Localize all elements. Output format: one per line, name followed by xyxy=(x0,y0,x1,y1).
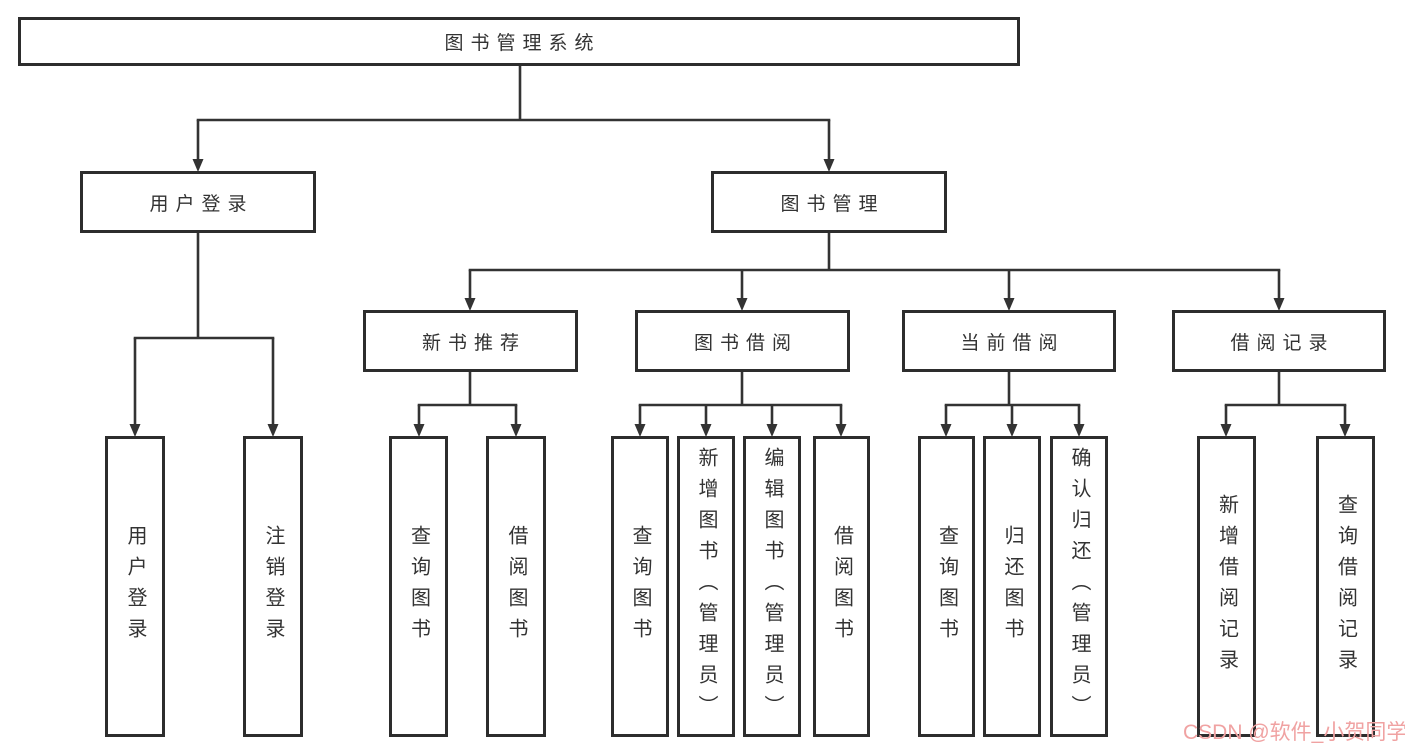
node-new-book-recommend-label: 新书推荐 xyxy=(421,332,526,354)
node-borrow-records-label: 借阅记录 xyxy=(1230,332,1335,354)
node-borrow-records: 借阅记录 xyxy=(1172,310,1386,372)
leaf-return-books-label: 归还图书 xyxy=(1001,524,1023,649)
leaf-borrow-books-2: 借阅图书 xyxy=(813,436,870,737)
leaf-borrow-books-1: 借阅图书 xyxy=(486,436,546,737)
leaf-logout: 注销登录 xyxy=(243,436,303,737)
node-current-borrow: 当前借阅 xyxy=(902,310,1116,372)
leaf-query-books-3: 查询图书 xyxy=(918,436,975,737)
node-book-borrow-label: 图书借阅 xyxy=(693,332,798,354)
csdn-watermark: CSDN @软件_小贺同学 xyxy=(1183,721,1405,744)
leaf-user-login: 用户登录 xyxy=(105,436,165,737)
leaf-confirm-return-admin: 确认归还（管理员） xyxy=(1050,436,1108,737)
node-book-borrow: 图书借阅 xyxy=(635,310,850,372)
leaf-query-books-2: 查询图书 xyxy=(611,436,669,737)
leaf-query-borrow-record: 查询借阅记录 xyxy=(1316,436,1375,737)
leaf-confirm-return-admin-label: 确认归还（管理员） xyxy=(1068,447,1090,726)
leaf-query-books-1-label: 查询图书 xyxy=(407,524,430,649)
node-book-management: 图书管理 xyxy=(711,171,947,233)
leaf-query-books-1: 查询图书 xyxy=(389,436,448,737)
leaf-edit-books-admin: 编辑图书（管理员） xyxy=(743,436,801,737)
leaf-return-books: 归还图书 xyxy=(983,436,1041,737)
node-user-login: 用户登录 xyxy=(80,171,316,233)
node-library-system-label: 图书管理系统 xyxy=(444,33,601,54)
node-new-book-recommend: 新书推荐 xyxy=(363,310,578,372)
leaf-add-borrow-record: 新增借阅记录 xyxy=(1197,436,1256,737)
leaf-edit-books-admin-label: 编辑图书（管理员） xyxy=(761,447,783,726)
leaf-add-books-admin: 新增图书（管理员） xyxy=(677,436,735,737)
leaf-query-borrow-record-label: 查询借阅记录 xyxy=(1334,493,1357,680)
leaf-borrow-books-1-label: 借阅图书 xyxy=(505,524,527,649)
leaf-logout-label: 注销登录 xyxy=(262,524,284,649)
leaf-query-books-3-label: 查询图书 xyxy=(935,524,958,649)
leaf-query-books-2-label: 查询图书 xyxy=(629,524,651,649)
node-user-login-label: 用户登录 xyxy=(149,193,254,215)
leaf-add-borrow-record-label: 新增借阅记录 xyxy=(1215,493,1238,680)
node-library-system: 图书管理系统 xyxy=(18,17,1020,66)
node-book-management-label: 图书管理 xyxy=(780,193,885,215)
leaf-user-login-label: 用户登录 xyxy=(124,524,146,649)
leaf-borrow-books-2-label: 借阅图书 xyxy=(830,524,853,649)
node-current-borrow-label: 当前借阅 xyxy=(960,332,1065,354)
leaf-add-books-admin-label: 新增图书（管理员） xyxy=(695,447,717,726)
